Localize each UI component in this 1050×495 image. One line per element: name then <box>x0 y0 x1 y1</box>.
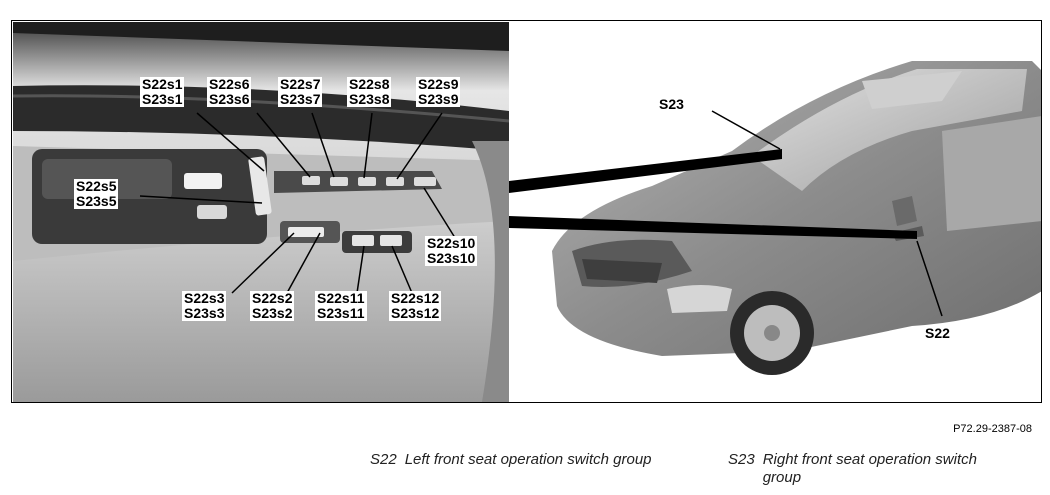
callout-s3: S22s3 S23s3 <box>182 290 227 321</box>
callout-s22s1: S22s1 <box>142 76 183 92</box>
callout-s22s5: S22s5 <box>76 178 117 194</box>
callout-s23s11: S23s11 <box>317 305 365 321</box>
callout-s22s11: S22s11 <box>317 290 365 306</box>
car-label-s22: S22 <box>925 325 950 341</box>
connector-wedges <box>509 149 917 239</box>
legend-code: S23 <box>728 451 755 468</box>
callout-s6: S22s6 S23s6 <box>207 76 252 107</box>
callout-s9: S22s9 S23s9 <box>416 76 461 107</box>
callout-s5: S22s5 S23s5 <box>74 178 119 209</box>
vehicle-illustration <box>552 61 1041 375</box>
callout-s12: S22s12 S23s12 <box>389 290 442 321</box>
callout-s22s7: S22s7 <box>280 76 321 92</box>
legend-item-s22: S22 Left front seat operation switch grou… <box>370 451 700 469</box>
callout-s22s6: S22s6 <box>209 76 250 92</box>
callout-s23s6: S23s6 <box>209 91 250 107</box>
callout-s23s7: S23s7 <box>280 91 321 107</box>
legend-code: S22 <box>370 451 397 468</box>
callout-s23s10: S23s10 <box>427 250 476 266</box>
callout-s22s8: S22s8 <box>349 76 390 92</box>
callout-s23s1: S23s1 <box>142 91 183 107</box>
diagram-figure: S22s1 S23s1 S22s6 S23s6 S22s7 S23s7 S22s… <box>11 20 1042 403</box>
figure-reference-code: P72.29-2387-08 <box>953 423 1032 435</box>
callout-s7: S22s7 S23s7 <box>278 76 323 107</box>
legend-description: Right front seat operation switch group <box>762 451 977 486</box>
callout-s8: S22s8 S23s8 <box>347 76 392 107</box>
callout-s23s8: S23s8 <box>349 91 390 107</box>
legend-item-s23: S23 Right front seat operation switch gro… <box>728 451 1018 487</box>
callout-s22s10: S22s10 <box>427 235 476 251</box>
callout-s1: S22s1 S23s1 <box>140 76 185 107</box>
callout-leader-lines <box>139 110 943 317</box>
callout-s2: S22s2 S23s2 <box>250 290 295 321</box>
callout-s11: S22s11 S23s11 <box>315 291 367 321</box>
callout-s22s2: S22s2 <box>252 290 293 306</box>
callout-s10: S22s10 S23s10 <box>425 235 478 266</box>
callout-s23s12: S23s12 <box>391 305 440 321</box>
callout-s23s9: S23s9 <box>418 91 459 107</box>
callout-s23s3: S23s3 <box>184 305 225 321</box>
callout-s22s9: S22s9 <box>418 76 459 92</box>
callout-s23s2: S23s2 <box>252 305 293 321</box>
car-label-s23: S23 <box>659 96 684 112</box>
callout-s23s5: S23s5 <box>76 193 117 209</box>
callout-s22s3: S22s3 <box>184 290 225 306</box>
callout-s22s12: S22s12 <box>391 290 440 306</box>
legend-description: Left front seat operation switch group <box>404 451 652 468</box>
